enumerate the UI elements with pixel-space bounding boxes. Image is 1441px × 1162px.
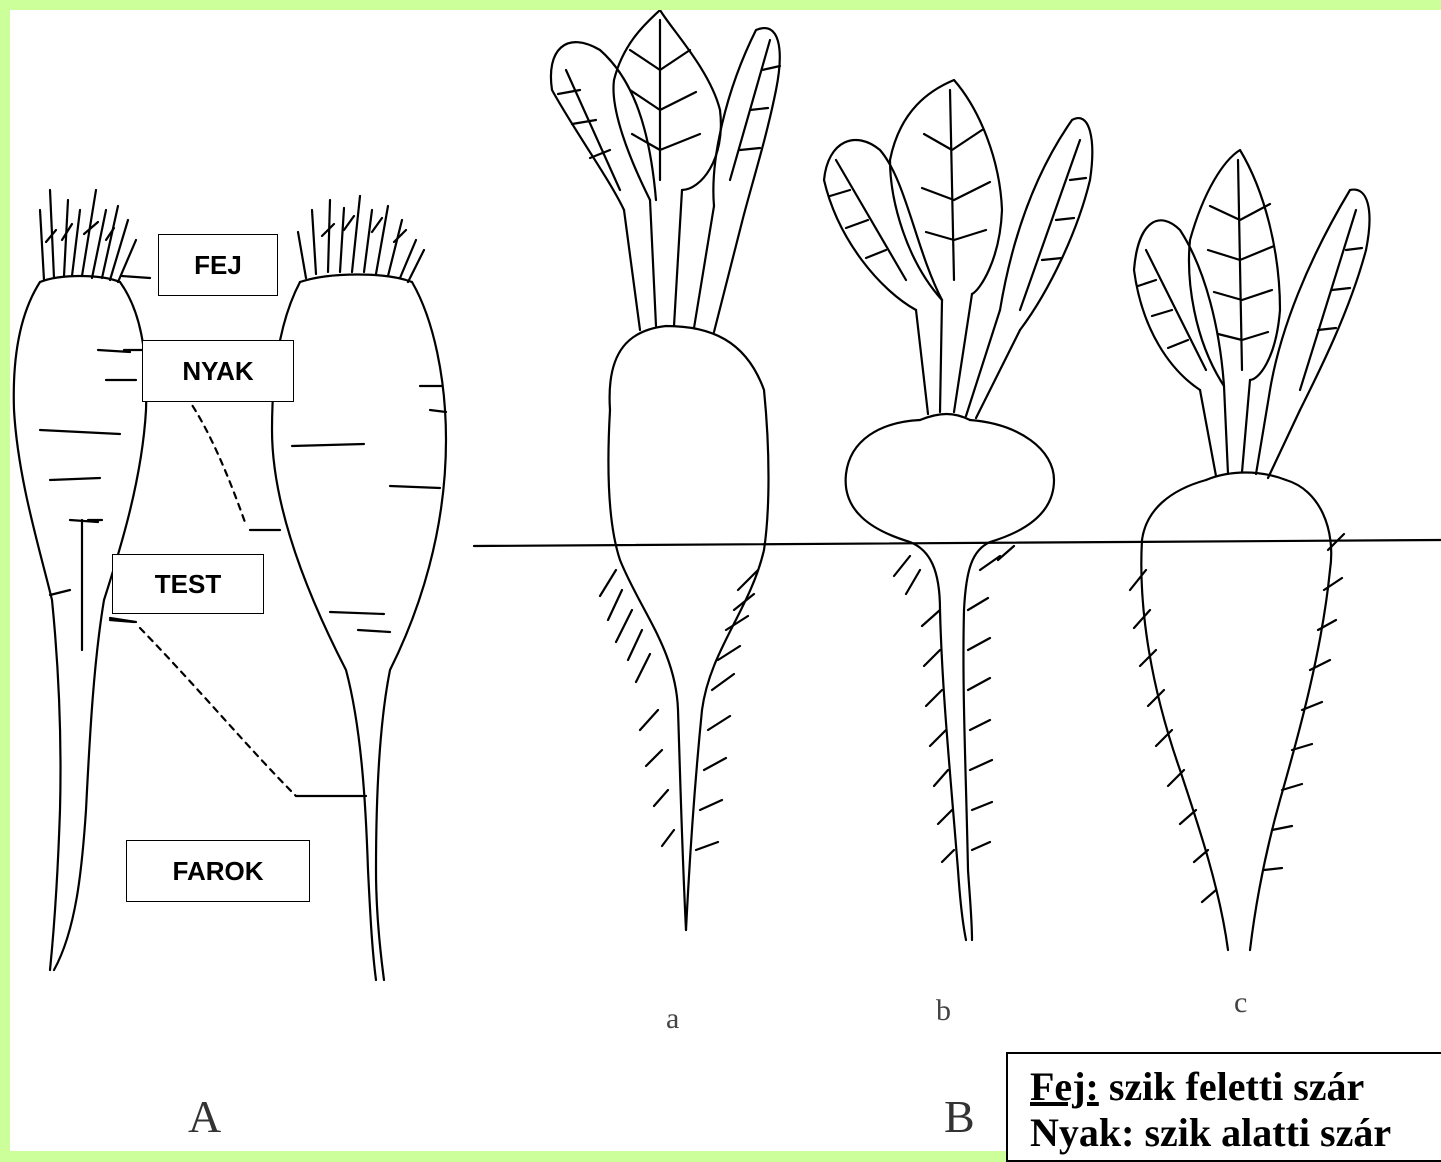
figure-letter-a: A: [188, 1090, 221, 1143]
sub-label-a: a: [666, 1002, 679, 1036]
diagram-canvas: FEJ NYAK TEST FAROK a b c A B: [10, 10, 1441, 1151]
label-farok: FAROK: [126, 840, 310, 902]
label-test: TEST: [112, 554, 264, 614]
info-line2: Nyak: szik alatti szár: [1030, 1110, 1391, 1155]
figure-letter-b: B: [944, 1090, 975, 1143]
info-term: Fej:: [1030, 1064, 1099, 1109]
beet-b-b: [824, 80, 1092, 940]
beet-b-c: [1130, 150, 1369, 950]
label-nyak: NYAK: [142, 340, 294, 402]
label-fej: FEJ: [158, 234, 278, 296]
info-box: Fej: szik feletti szár Nyak: szik alatti…: [1006, 1052, 1441, 1162]
sub-label-b: b: [936, 994, 951, 1028]
sub-label-c: c: [1234, 986, 1247, 1020]
beet-b-a: [551, 10, 780, 930]
info-text: szik feletti szár: [1099, 1064, 1364, 1109]
ground-line: [474, 540, 1441, 546]
